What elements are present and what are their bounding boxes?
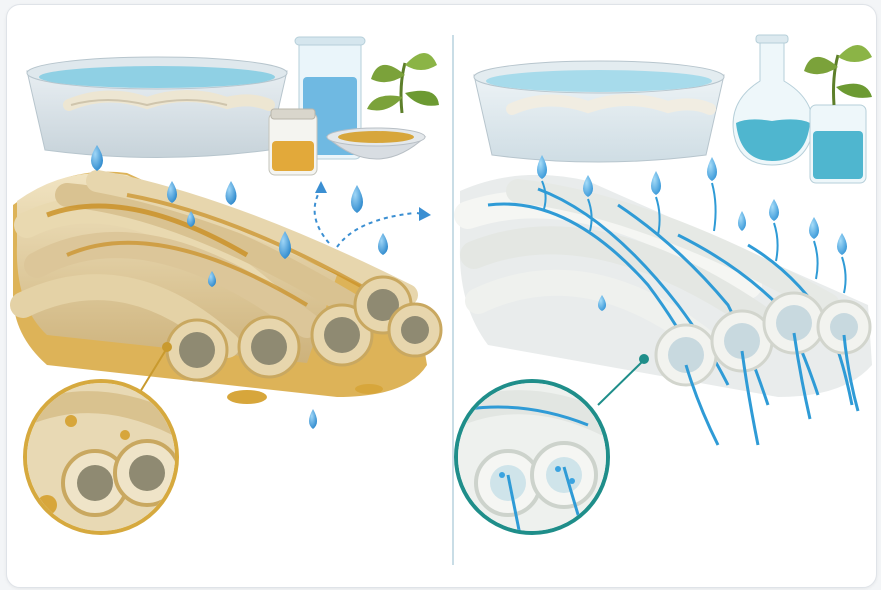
callout-dot bbox=[639, 354, 649, 364]
right-panel-illustration bbox=[448, 5, 876, 587]
arrow-head-icon bbox=[419, 207, 431, 221]
plant-leaves bbox=[804, 45, 872, 105]
plant-leaves bbox=[367, 53, 439, 113]
magnified-cross-section bbox=[25, 381, 179, 533]
arrow-head-icon bbox=[315, 181, 327, 193]
resin-coated-rope bbox=[13, 172, 441, 404]
callout-dot bbox=[162, 342, 172, 352]
jar-amber bbox=[269, 109, 317, 175]
water-basin bbox=[474, 61, 724, 162]
illustration-card bbox=[6, 4, 877, 588]
flask bbox=[733, 35, 813, 165]
magnified-cross-section bbox=[456, 381, 608, 535]
beaker-blue bbox=[810, 105, 866, 183]
evaporation-arrows bbox=[315, 189, 427, 247]
water-basin bbox=[27, 57, 287, 158]
left-panel-illustration bbox=[7, 5, 447, 587]
